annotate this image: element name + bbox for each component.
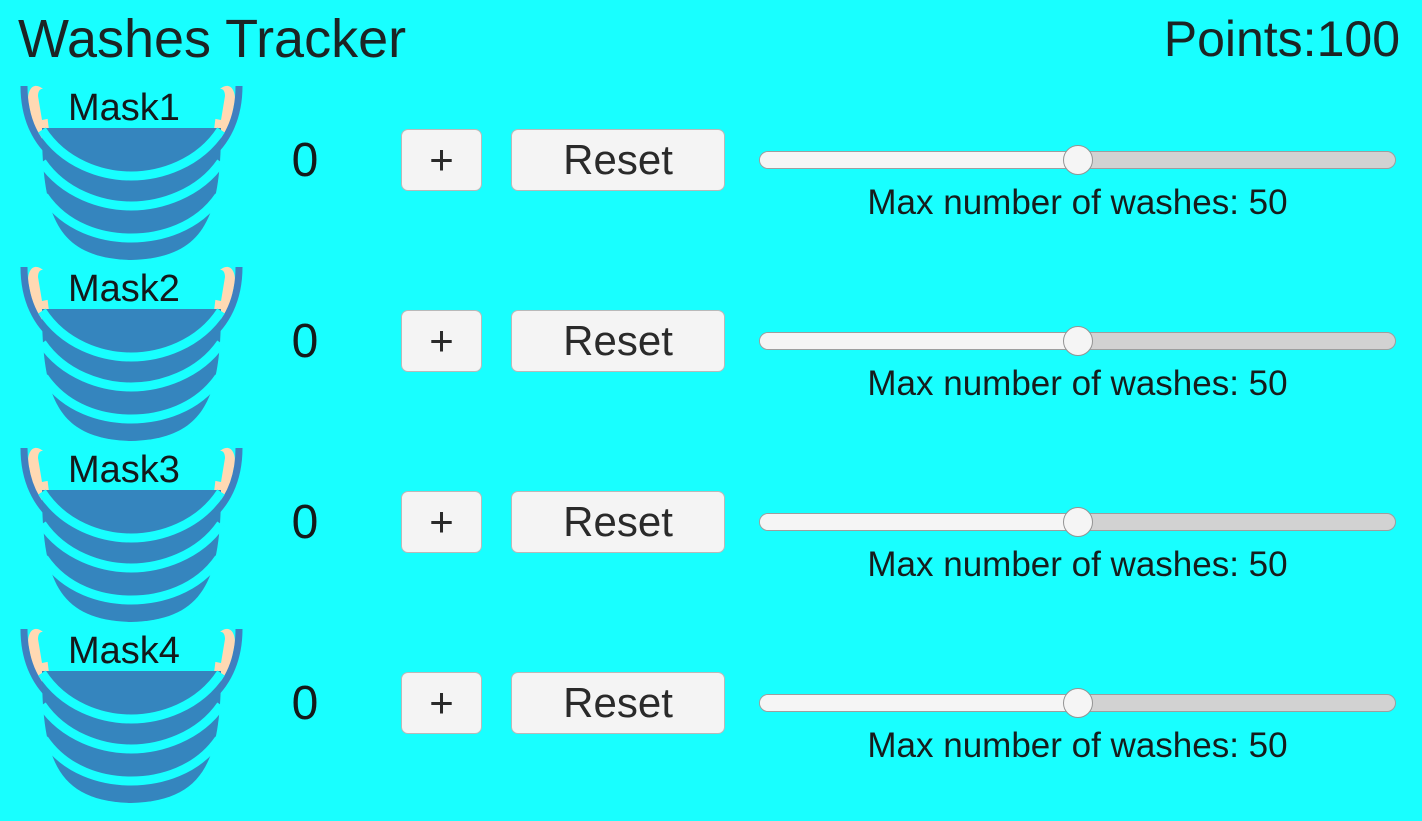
slider-track-fill [760,514,1078,530]
increment-button[interactable]: + [401,491,482,553]
face-mask-icon [20,266,243,454]
max-washes-label: Max number of washes: 50 [867,726,1288,765]
mask-graphic-cell: Mask2 [14,259,249,459]
wash-count: 0 [291,315,319,368]
max-washes-slider[interactable] [759,136,1396,186]
max-washes-slider[interactable] [759,679,1396,729]
mask-name-label: Mask2 [68,268,180,310]
slider-track-fill [760,333,1078,349]
increment-button[interactable]: + [401,310,482,372]
mask-name-label: Mask1 [68,87,180,129]
mask-rows-container: Mask1 0 + Reset Max number of washes: 50 [0,78,1422,816]
wash-count: 0 [291,134,319,187]
mask-graphic-cell: Mask4 [14,621,249,821]
slider-thumb[interactable] [1062,326,1093,356]
slider-thumb[interactable] [1062,507,1093,537]
mask-row: Mask2 0 + Reset Max number of washes: 50 [0,259,1422,454]
max-washes-label: Max number of washes: 50 [867,183,1288,222]
slider-thumb[interactable] [1062,688,1093,718]
mask-row: Mask4 0 + Reset Max number of washes: 50 [0,621,1422,816]
face-mask-icon [20,447,243,635]
app-header: Washes Tracker Points:100 [0,0,1422,78]
points-display: Points:100 [1163,11,1400,67]
reset-button[interactable]: Reset [511,310,725,372]
face-mask-icon [20,85,243,273]
mask-name-label: Mask3 [68,449,180,491]
mask-row: Mask3 0 + Reset Max number of washes: 50 [0,440,1422,635]
mask-graphic-cell: Mask3 [14,440,249,640]
wash-count: 0 [291,496,319,549]
max-washes-slider[interactable] [759,317,1396,367]
slider-track-fill [760,152,1078,168]
wash-count: 0 [291,677,319,730]
max-washes-label: Max number of washes: 50 [867,364,1288,403]
reset-button[interactable]: Reset [511,672,725,734]
mask-row: Mask1 0 + Reset Max number of washes: 50 [0,78,1422,273]
slider-thumb[interactable] [1062,145,1093,175]
increment-button[interactable]: + [401,129,482,191]
mask-name-label: Mask4 [68,630,180,672]
page-title: Washes Tracker [18,9,407,69]
slider-track-fill [760,695,1078,711]
max-washes-label: Max number of washes: 50 [867,545,1288,584]
reset-button[interactable]: Reset [511,491,725,553]
max-washes-slider[interactable] [759,498,1396,548]
mask-graphic-cell: Mask1 [14,78,249,278]
reset-button[interactable]: Reset [511,129,725,191]
increment-button[interactable]: + [401,672,482,734]
